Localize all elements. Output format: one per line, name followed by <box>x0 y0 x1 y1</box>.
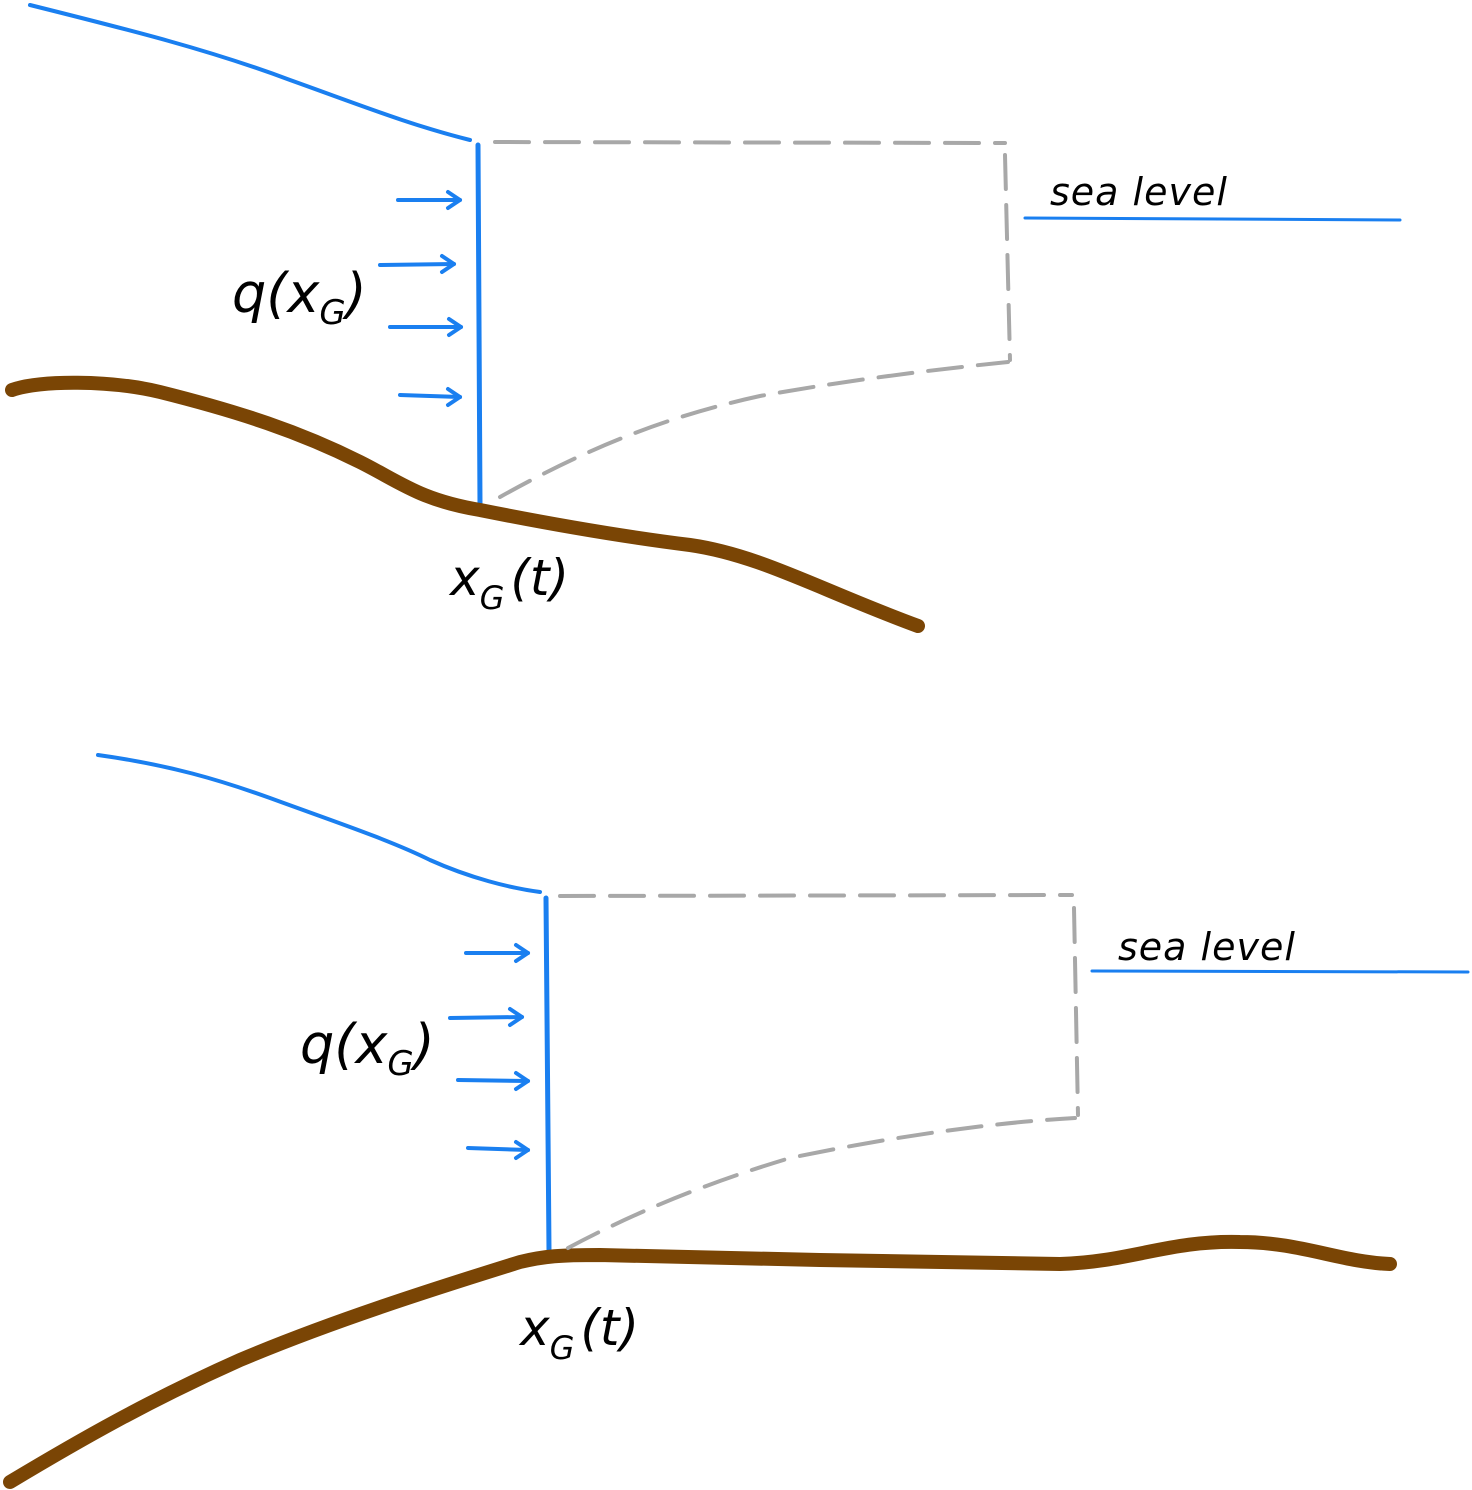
grounding-line-label: xG(t) <box>448 549 569 617</box>
ice-shelf-front <box>1072 906 1080 1117</box>
sea-level-label: sea level <box>1050 170 1228 214</box>
sea-level-label: sea level <box>1118 925 1296 969</box>
panel-bottom: q(xG) xG(t) sea level <box>3 753 1470 1489</box>
ice-shelf-top <box>493 140 1007 145</box>
flux-arrows <box>448 943 530 1160</box>
flux-arrow <box>456 1071 530 1091</box>
flux-arrow <box>396 190 462 210</box>
ice-shelf-base <box>566 1116 1077 1250</box>
bedrock <box>3 1234 1397 1489</box>
flux-arrow <box>466 1140 530 1160</box>
flux-arrow <box>378 254 456 274</box>
bedrock <box>5 375 925 633</box>
flux-arrow <box>388 317 463 337</box>
flux-arrow <box>448 1007 524 1027</box>
flux-arrows <box>378 190 463 407</box>
grounding-line-label: xG(t) <box>518 1299 639 1367</box>
sea-level-line <box>1090 969 1470 974</box>
panel-top: q(xG) xG(t) sea level <box>5 3 1402 633</box>
calving-front <box>543 895 552 1253</box>
calving-front <box>475 142 483 508</box>
sea-level-line <box>1023 216 1402 222</box>
flux-arrow <box>464 943 530 963</box>
ice-shelf-front <box>1003 153 1012 362</box>
flux-label: q(xG) <box>232 262 367 333</box>
ice-surface <box>28 3 472 142</box>
ice-shelf-top <box>558 893 1074 898</box>
flux-arrow <box>398 387 462 407</box>
ice-surface <box>96 753 542 894</box>
flux-label: q(xG) <box>300 1013 435 1084</box>
ice-shelf-base <box>498 360 1010 499</box>
